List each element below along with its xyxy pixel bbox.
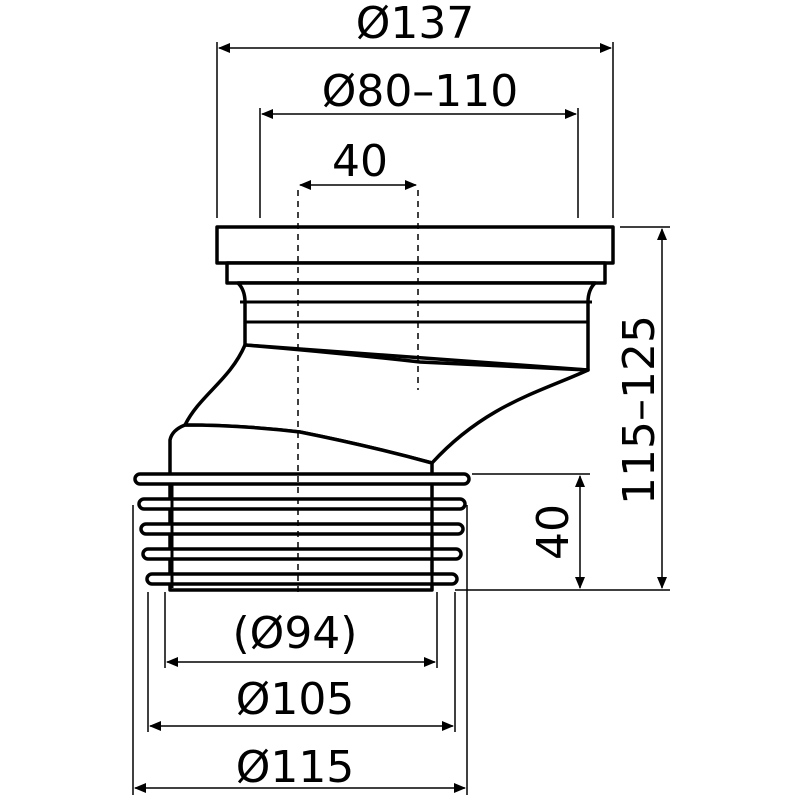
seal-fin: [133, 472, 471, 486]
label-offset-top: 40: [332, 136, 388, 187]
seal-fins: [133, 472, 471, 588]
seal-fin: [141, 547, 463, 561]
seal-fin: [137, 497, 467, 511]
label-height-range: 115–125: [614, 315, 665, 505]
connector-body: [133, 190, 615, 595]
label-socket-diameter: Ø80–110: [322, 66, 519, 117]
label-outer-diameter-top: Ø137: [356, 0, 475, 49]
top-flange: [215, 225, 615, 265]
dimension-lines: [132, 42, 670, 795]
seal-fin: [145, 572, 459, 586]
label-insert-depth: 40: [528, 504, 579, 560]
label-pipe-diameter-outer: Ø115: [236, 742, 355, 793]
label-pipe-diameter-mid: Ø105: [236, 674, 355, 725]
dimension-labels: Ø137 Ø80–110 40 115–125 40 (Ø94) Ø105 Ø1…: [233, 0, 665, 793]
label-seal-inner-diameter: (Ø94): [233, 608, 358, 659]
upper-collar: [225, 261, 607, 285]
seal-fin: [139, 522, 465, 536]
